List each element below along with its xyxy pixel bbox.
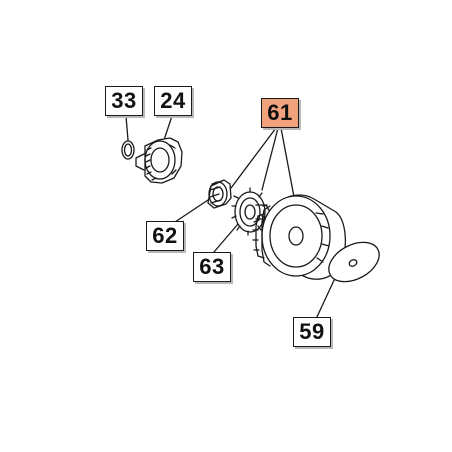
leader-lines <box>125 115 337 320</box>
leader-59 <box>315 275 337 320</box>
leader-61-c <box>280 127 295 198</box>
leader-61-a <box>230 127 277 189</box>
leader-63 <box>213 223 239 253</box>
leader-61-b <box>261 127 279 191</box>
leader-33 <box>125 115 129 141</box>
leader-62 <box>171 195 215 225</box>
callout-62[interactable]: 62 <box>146 221 184 251</box>
part-59-washer[interactable] <box>322 234 386 289</box>
part-62-needle-bearing[interactable] <box>207 179 232 209</box>
part-24-hub[interactable] <box>135 137 183 184</box>
part-63-sprocket[interactable] <box>231 187 271 236</box>
part-33-washer[interactable] <box>121 140 135 160</box>
part-61-clutch-drum[interactable] <box>252 194 347 280</box>
callout-33[interactable]: 33 <box>105 86 143 116</box>
callout-63[interactable]: 63 <box>193 252 231 282</box>
callout-24[interactable]: 24 <box>154 86 192 116</box>
callout-61[interactable]: 61 <box>261 98 299 128</box>
callout-59[interactable]: 59 <box>293 317 331 347</box>
